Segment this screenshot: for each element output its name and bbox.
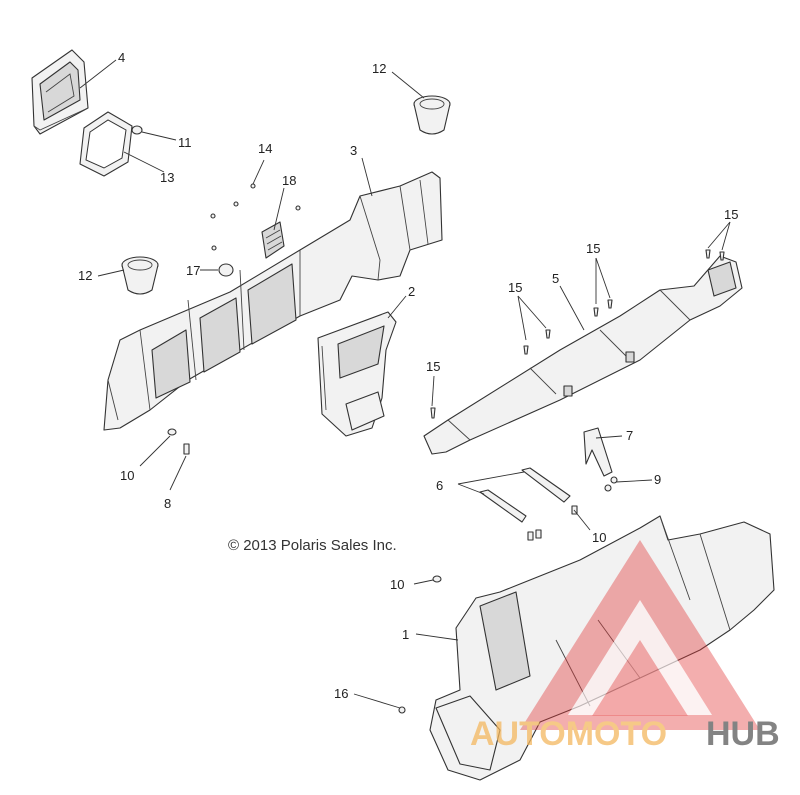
part-4-cover — [31, 49, 89, 135]
callout-10-lower: 10 — [390, 577, 404, 592]
part-11-clip — [131, 125, 143, 135]
callout-12-top: 12 — [372, 61, 386, 76]
part-15-pins — [430, 249, 725, 419]
callout-labels: 4 11 13 12 14 18 3 12 17 2 5 15 15 15 15… — [78, 50, 738, 701]
callout-9: 9 — [654, 472, 661, 487]
callout-15-a: 15 — [508, 280, 522, 295]
callout-11: 11 — [178, 135, 192, 150]
part-1-lower-dash — [398, 515, 775, 781]
callout-5: 5 — [552, 271, 559, 286]
part-5-dash-cover — [423, 255, 743, 455]
watermark-triangle-core — [592, 640, 688, 716]
callout-4: 4 — [118, 50, 125, 65]
callout-1: 1 — [402, 627, 409, 642]
watermark-text-automoto: AUTOMOTO — [470, 715, 667, 753]
part-12-cupholder-top — [413, 95, 451, 135]
copyright-text: © 2013 Polaris Sales Inc. — [228, 537, 397, 554]
callout-3: 3 — [350, 143, 357, 158]
callout-15-d: 15 — [426, 359, 440, 374]
callout-15-b: 15 — [586, 241, 600, 256]
leader-lines — [79, 59, 731, 709]
part-14-screws — [210, 183, 301, 251]
part-18-vent — [261, 221, 285, 259]
part-3-dash-panel — [103, 171, 443, 431]
callout-18: 18 — [282, 173, 296, 188]
watermark-logo: AUTOMOTO HUB — [470, 540, 780, 753]
part-10-8-fasteners-left — [167, 428, 190, 455]
part-9-screws — [604, 476, 618, 492]
callout-6: 6 — [436, 478, 443, 493]
watermark-triangle-inner — [568, 600, 712, 715]
callout-16: 16 — [334, 686, 348, 701]
callout-2: 2 — [408, 284, 415, 299]
part-7-bracket — [583, 427, 613, 477]
part-2-storage-bin — [317, 311, 397, 437]
part-12-cupholder-left — [121, 256, 159, 295]
callout-7: 7 — [626, 428, 633, 443]
part-13-gasket — [79, 111, 133, 177]
part-10-screws-right — [527, 505, 578, 541]
callout-10-right: 10 — [592, 530, 606, 545]
callout-8: 8 — [164, 496, 171, 511]
callout-14: 14 — [258, 141, 272, 156]
callout-15-c: 15 — [724, 207, 738, 222]
callout-13: 13 — [160, 170, 174, 185]
watermark-text-hub: HUB — [706, 715, 780, 753]
callout-17: 17 — [186, 263, 200, 278]
part-6-brackets — [479, 467, 571, 523]
callout-12-left: 12 — [78, 268, 92, 283]
callout-10-left: 10 — [120, 468, 134, 483]
part-17-plug — [218, 263, 234, 277]
